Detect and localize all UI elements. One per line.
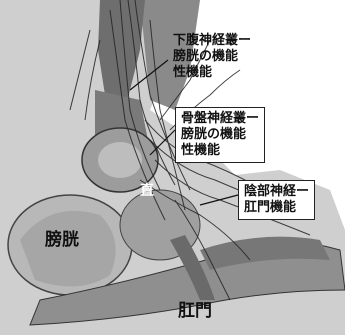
rectum-label: 直 xyxy=(140,180,154,200)
callout-line: 陰部神経ー xyxy=(244,184,309,200)
callout-line: 下腹神経叢ー xyxy=(173,33,251,49)
callout-line: 膀胱の機能 xyxy=(181,127,259,143)
pelvic-plexus-callout: 骨盤神経叢ー 膀胱の機能 性機能 xyxy=(175,107,265,163)
callout-line: 骨盤神経叢ー xyxy=(181,111,259,127)
pudendal-nerve-callout: 陰部神経ー 肛門機能 xyxy=(238,180,315,220)
rectum-inner xyxy=(98,142,142,178)
callout-line: 性機能 xyxy=(173,65,251,81)
callout-line: 膀胱の機能 xyxy=(173,49,251,65)
bladder-label: 膀胱 xyxy=(45,225,79,250)
callout-line: 性機能 xyxy=(181,143,259,159)
hypogastric-plexus-callout: 下腹神経叢ー 膀胱の機能 性機能 xyxy=(168,30,256,84)
callout-line: 肛門機能 xyxy=(244,200,309,216)
anus-label: 肛門 xyxy=(178,296,212,321)
